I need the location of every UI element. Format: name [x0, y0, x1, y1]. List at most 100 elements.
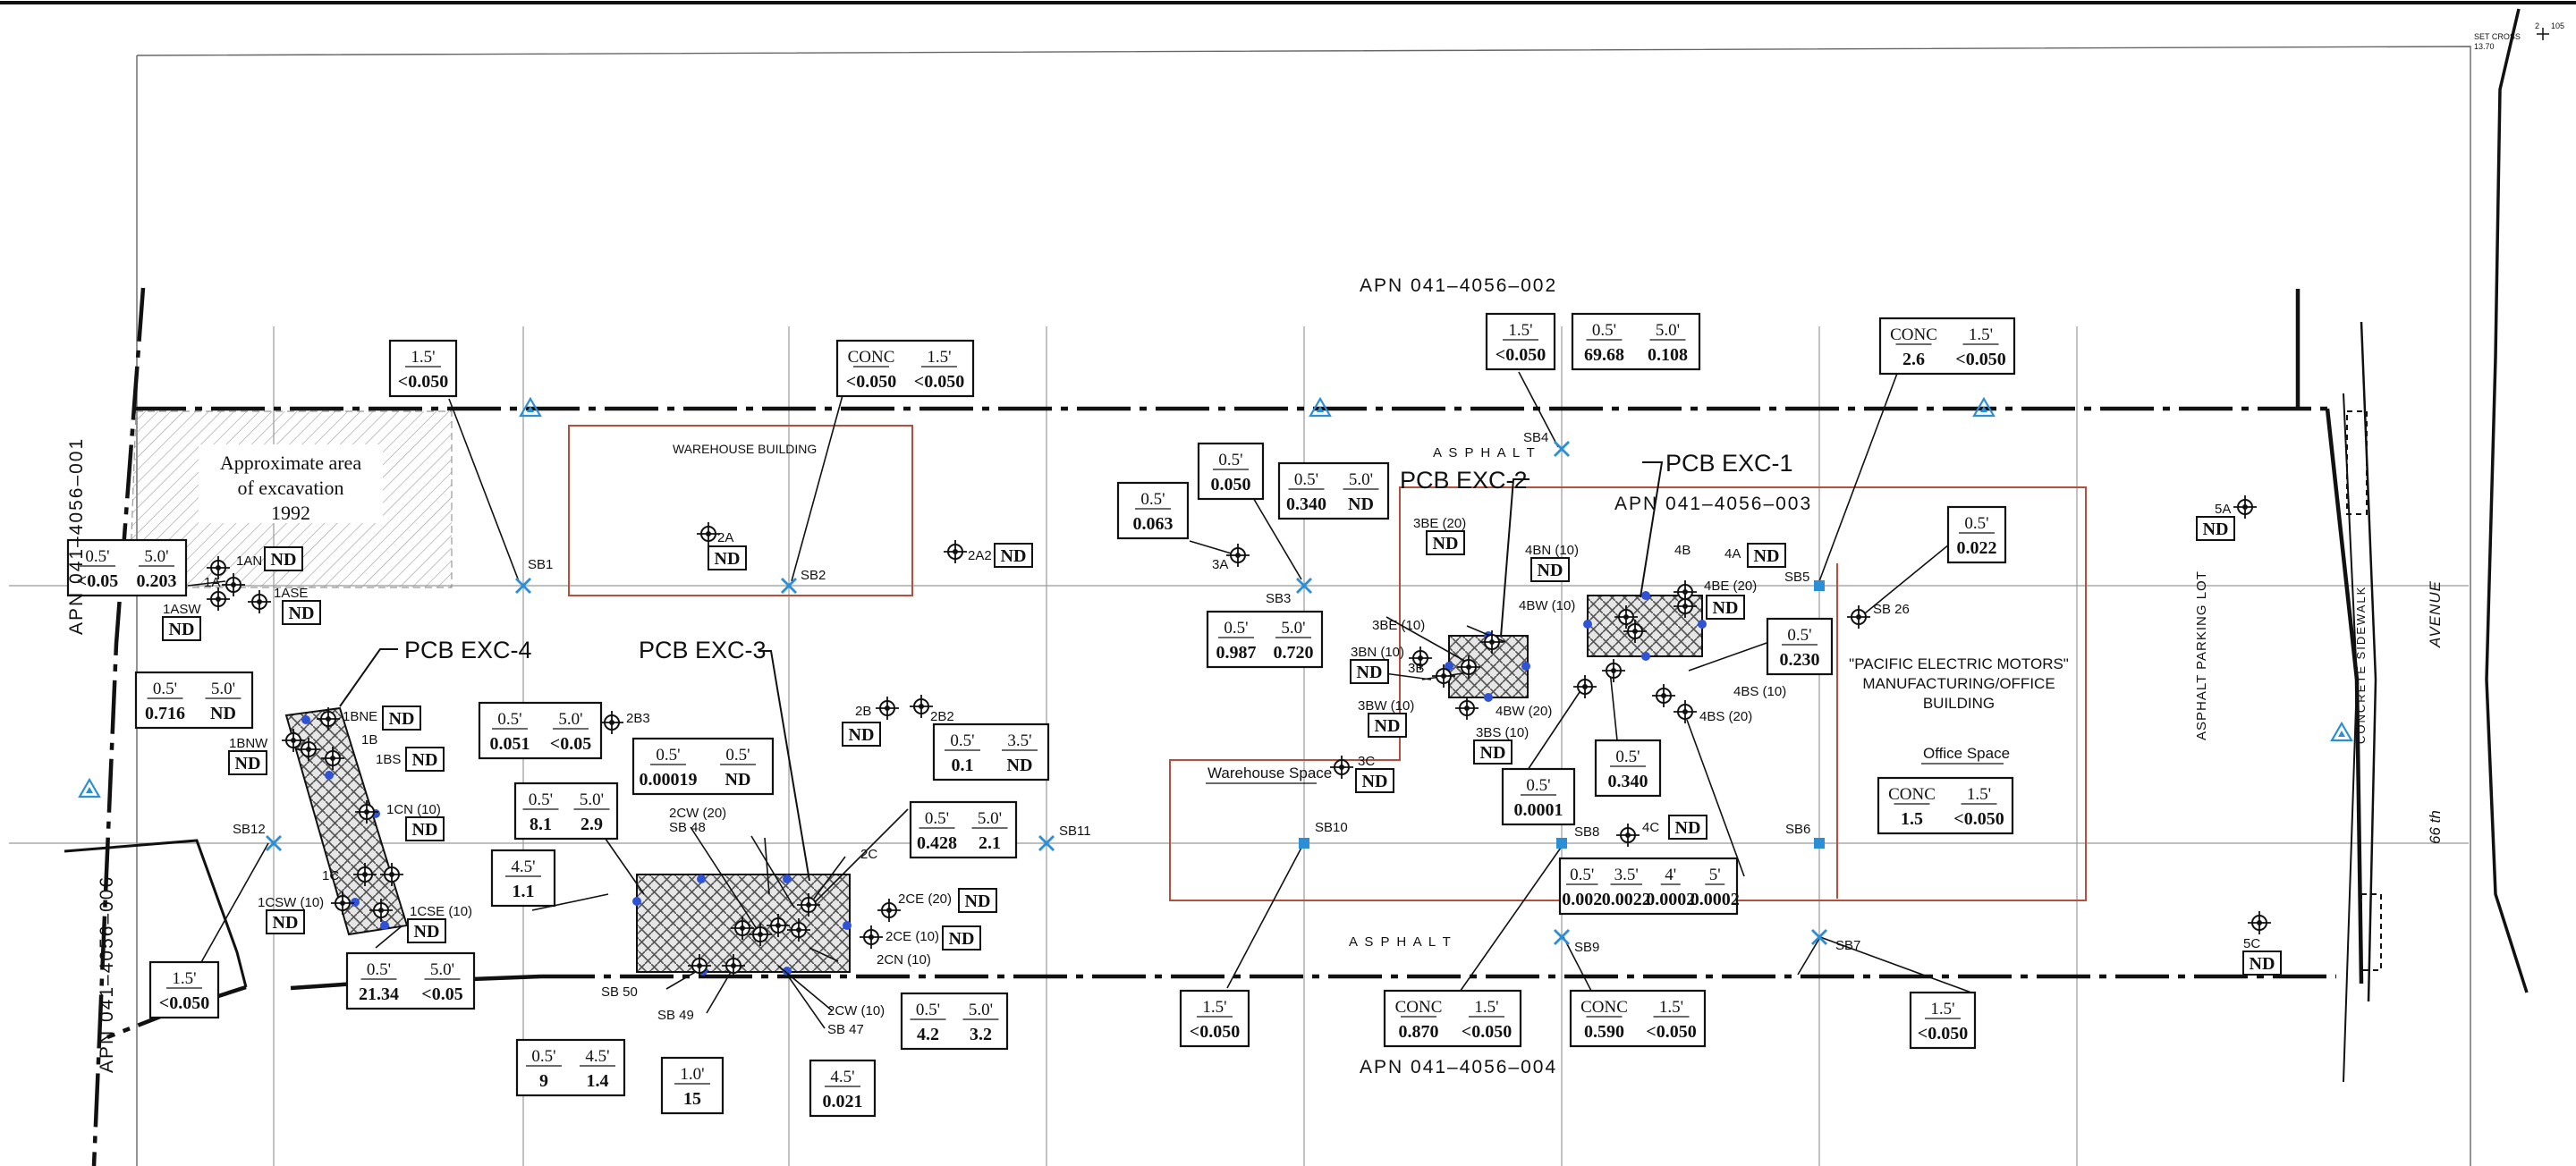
sp-3a-label: 3A [1212, 557, 1228, 572]
nd-tag-text: ND [1433, 534, 1459, 553]
soil-boring-labels: SB1 SB2 SB3 SB4 SB5 SB6 SB7 SB8 SB9 SB10… [233, 430, 1910, 1037]
office-space-label: Office Space [1923, 745, 2010, 762]
result-value: <0.05 [421, 984, 462, 1004]
result-value: <0.050 [1190, 1022, 1240, 1042]
result-depth: 0.5' [497, 710, 521, 729]
result-depth: 0.5' [1787, 626, 1811, 645]
sp-4be20-label: 4BE (20) [1704, 579, 1757, 594]
excavation-label-2: of excavation [237, 477, 343, 499]
result-value: <0.050 [159, 993, 209, 1013]
result-box-sb7: 1.5'<0.050 [1909, 991, 1977, 1050]
sb8-label: SB8 [1574, 824, 1599, 840]
apn-003-label: APN 041–4056–003 [1614, 494, 1812, 514]
result-value: 0.00019 [640, 770, 698, 790]
result-value: ND [725, 770, 751, 790]
nd-tag-2ce20: ND [958, 888, 997, 913]
sp-1b-label: 1B [361, 732, 377, 748]
result-value: 0.1 [952, 756, 974, 775]
nd-tag-1bnw: ND [228, 750, 267, 775]
result-depth: 0.5' [153, 680, 177, 698]
excavation-label-1: Approximate area [220, 452, 361, 474]
result-depth: 0.5' [916, 1001, 940, 1019]
result-depth: 3.5' [1007, 731, 1031, 750]
sp-2b2-label: 2B2 [930, 709, 954, 724]
sb3-label: SB3 [1266, 591, 1291, 606]
base-frame [136, 46, 2471, 1166]
sp-2ce10-label: 2CE (10) [886, 929, 939, 944]
result-depth: 5.0' [1349, 470, 1373, 489]
result-depth: 1.5' [1930, 1000, 1954, 1018]
sp-2cw20-label: 2CW (20) [669, 806, 726, 821]
result-depth: CONC [1580, 998, 1628, 1017]
result-value: 2.1 [979, 833, 1001, 853]
set-cross-label-1: SET CROSS [2474, 32, 2521, 41]
sp-2b3-label: 2B3 [626, 711, 650, 726]
warehouse-building-label: WAREHOUSE BUILDING [673, 442, 817, 456]
result-value: 1.4 [587, 1071, 609, 1091]
sp-4a-label: 4A [1724, 546, 1741, 562]
result-depth: CONC [1888, 785, 1936, 804]
result-depth: 0.5' [1570, 866, 1594, 884]
corner-label-a: 2 [2535, 21, 2539, 30]
result-value: 15 [683, 1089, 701, 1109]
result-depth: 1.5' [1508, 321, 1532, 340]
result-value: 1.1 [513, 882, 535, 901]
result-box-2cw10: 0.5'4.25.0'3.2 [900, 992, 1009, 1051]
result-depth: 0.5' [1964, 514, 1988, 533]
sp-3bn10-label: 3BN (10) [1351, 645, 1404, 660]
result-box-sb10: 1.5' <0.050 [1179, 989, 1250, 1048]
asphalt-south-label: A S P H A L T [1349, 934, 1453, 950]
result-depth: 1.5' [1202, 998, 1226, 1017]
result-depth: 0.5' [1140, 490, 1165, 509]
sp-4b-label: 4B [1674, 543, 1690, 558]
nd-tag-5c: ND [2242, 951, 2282, 976]
sb5-label: SB5 [1784, 570, 1809, 585]
sp-1bnw-label: 1BNW [229, 736, 268, 751]
sb10-label: SB10 [1315, 820, 1348, 835]
result-depth: 0.5' [950, 731, 974, 750]
apn-001-label: APN 041–4056–001 [66, 437, 87, 635]
nd-tag-text: ND [273, 913, 299, 933]
result-value: 0.870 [1399, 1022, 1439, 1042]
result-box-sb50: 4.5'1.1 [490, 849, 556, 908]
nd-tag-text: ND [412, 820, 438, 840]
leader-lines [187, 359, 1972, 1029]
result-depth: 0.5' [529, 790, 553, 809]
nd-tag-4bn10: ND [1530, 557, 1570, 582]
sp-3c-label: 3C [1358, 754, 1375, 769]
result-depth: 5.0' [144, 547, 168, 566]
nd-tag-text: ND [949, 929, 975, 949]
nd-tag-5a: ND [2196, 516, 2235, 541]
pcb-exc-3-label: PCB EXC-3 [639, 637, 767, 663]
result-depth: 5.0' [558, 710, 582, 729]
pcb-exc-2-label: PCB EXC-2 [1400, 467, 1528, 494]
nd-tag-1asw: ND [162, 616, 201, 641]
result-value: 0.590 [1584, 1022, 1624, 1042]
result-depth: 0.5' [367, 960, 391, 979]
pem-label-3: BUILDING [1923, 695, 1995, 712]
sp-4bw20-label: 4BW (20) [1496, 704, 1552, 719]
apn-004-label: APN 041–4056–004 [1360, 1057, 1557, 1077]
result-depth: 5.0' [430, 960, 454, 979]
result-box-sb26: 0.5'0.022 [1946, 505, 2007, 564]
result-depth: 0.5' [1592, 321, 1616, 340]
corner-label-b: 105 [2551, 21, 2564, 30]
nd-tag-1ase: ND [282, 600, 321, 625]
sp-2b-label: 2B [855, 704, 871, 719]
pem-label-1: "PACIFIC ELECTRIC MOTORS" [1849, 655, 2069, 672]
pcb-exc-1-label: PCB EXC-1 [1665, 450, 1793, 477]
result-depth: 0.5' [1218, 451, 1242, 469]
sb4-label: SB4 [1523, 430, 1548, 445]
sp-3bw10-label: 3BW (10) [1358, 698, 1414, 714]
nd-tag-3c: ND [1355, 768, 1394, 793]
result-value: 3.2 [970, 1025, 992, 1044]
sidewalk-marks [2346, 410, 2382, 971]
nd-tag-1bs: ND [405, 747, 445, 772]
result-value: <0.050 [846, 372, 896, 392]
nd-tag-text: ND [235, 754, 261, 773]
